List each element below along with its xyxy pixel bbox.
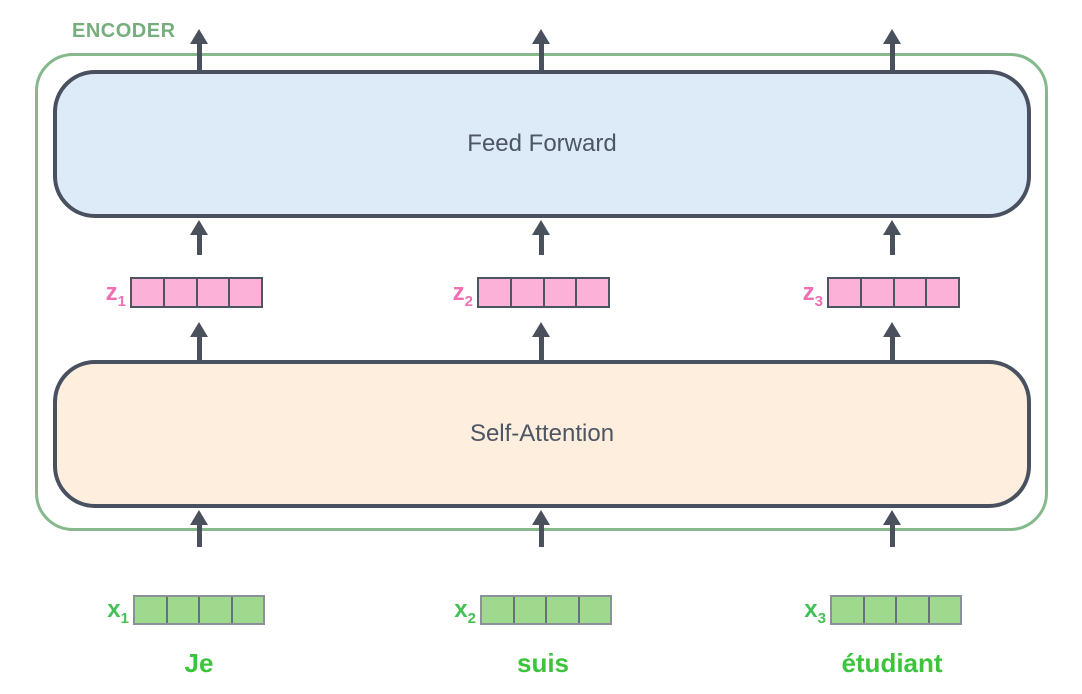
encoder-output-arrow-1 [190, 29, 208, 70]
input-word-3: étudiant [841, 648, 943, 678]
vector-cell [515, 597, 547, 623]
x2-vector-label: x2 [440, 595, 476, 627]
self-attention-output-arrow-3 [883, 322, 901, 360]
self-attention-label: Self-Attention [469, 420, 615, 447]
vector-label-base: x [454, 596, 468, 623]
vector-cell [930, 597, 961, 623]
feed-forward-block: Feed Forward [53, 70, 1031, 218]
arrow-shaft [196, 525, 202, 547]
arrow-shaft [889, 337, 895, 360]
vector-cell [135, 597, 168, 623]
arrow-shaft [196, 337, 202, 360]
z1-vector-label: z1 [90, 277, 126, 310]
vector-cell [832, 597, 865, 623]
arrow-shaft [538, 337, 544, 360]
vector-cell [895, 279, 928, 306]
encoder-output-arrow-2 [532, 29, 550, 70]
arrow-shaft [196, 44, 202, 70]
vector-cell [865, 597, 897, 623]
feed-forward-input-arrow-1 [190, 220, 208, 255]
encoder-output-arrow-3 [883, 29, 901, 70]
vector-cell [165, 279, 198, 306]
vector-cell [198, 279, 231, 306]
input-word-1: Je [184, 648, 214, 678]
arrow-head [190, 29, 208, 44]
vector-label-sub: 1 [120, 609, 129, 627]
arrow-head [883, 322, 901, 337]
arrow-head [532, 29, 550, 44]
arrow-head [883, 29, 901, 44]
vector-cell [200, 597, 233, 623]
z3-vector-label: z3 [787, 277, 823, 310]
arrow-head [883, 220, 901, 235]
arrow-shaft [889, 525, 895, 547]
vector-label-base: z [802, 279, 815, 306]
arrow-shaft [889, 235, 895, 255]
x1-vector [133, 595, 265, 625]
input-word-2: suis [516, 648, 570, 678]
x1-vector-label: x1 [93, 595, 129, 627]
vector-label-sub: 3 [814, 292, 823, 310]
encoder-input-arrow-2 [532, 510, 550, 547]
vector-cell [512, 279, 545, 306]
vector-label-base: z [452, 279, 465, 306]
z1-vector [130, 277, 263, 308]
arrow-head [190, 322, 208, 337]
vector-cell [230, 279, 261, 306]
vector-cell [577, 279, 608, 306]
arrow-head [190, 220, 208, 235]
vector-cell [168, 597, 200, 623]
self-attention-block: Self-Attention [53, 360, 1031, 508]
vector-cell [829, 279, 862, 306]
vector-cell [547, 597, 580, 623]
vector-label-sub: 1 [117, 292, 126, 310]
vector-cell [479, 279, 512, 306]
x2-vector [480, 595, 612, 625]
x3-vector-label: x3 [790, 595, 826, 627]
vector-cell [897, 597, 930, 623]
x3-vector [830, 595, 962, 625]
vector-cell [482, 597, 515, 623]
arrow-head [532, 510, 550, 525]
z2-vector-label: z2 [437, 277, 473, 310]
feed-forward-input-arrow-3 [883, 220, 901, 255]
encoder-input-arrow-3 [883, 510, 901, 547]
arrow-head [883, 510, 901, 525]
vector-cell [545, 279, 578, 306]
vector-cell [862, 279, 895, 306]
feed-forward-label: Feed Forward [467, 130, 617, 157]
arrow-shaft [538, 525, 544, 547]
arrow-head [532, 220, 550, 235]
vector-label-base: z [105, 279, 118, 306]
arrow-shaft [538, 235, 544, 255]
encoder-label: ENCODER [72, 20, 176, 42]
encoder-input-arrow-1 [190, 510, 208, 547]
self-attention-output-arrow-1 [190, 322, 208, 360]
vector-label-sub: 3 [817, 609, 826, 627]
vector-label-base: x [107, 596, 121, 623]
vector-label-base: x [804, 596, 818, 623]
arrow-shaft [538, 44, 544, 70]
arrow-head [190, 510, 208, 525]
z3-vector [827, 277, 960, 308]
arrow-head [532, 322, 550, 337]
feed-forward-input-arrow-2 [532, 220, 550, 255]
vector-cell [233, 597, 264, 623]
vector-label-sub: 2 [464, 292, 473, 310]
arrow-shaft [196, 235, 202, 255]
vector-cell [927, 279, 958, 306]
z2-vector [477, 277, 610, 308]
self-attention-output-arrow-2 [532, 322, 550, 360]
vector-label-sub: 2 [467, 609, 476, 627]
vector-cell [132, 279, 165, 306]
arrow-shaft [889, 44, 895, 70]
vector-cell [580, 597, 611, 623]
